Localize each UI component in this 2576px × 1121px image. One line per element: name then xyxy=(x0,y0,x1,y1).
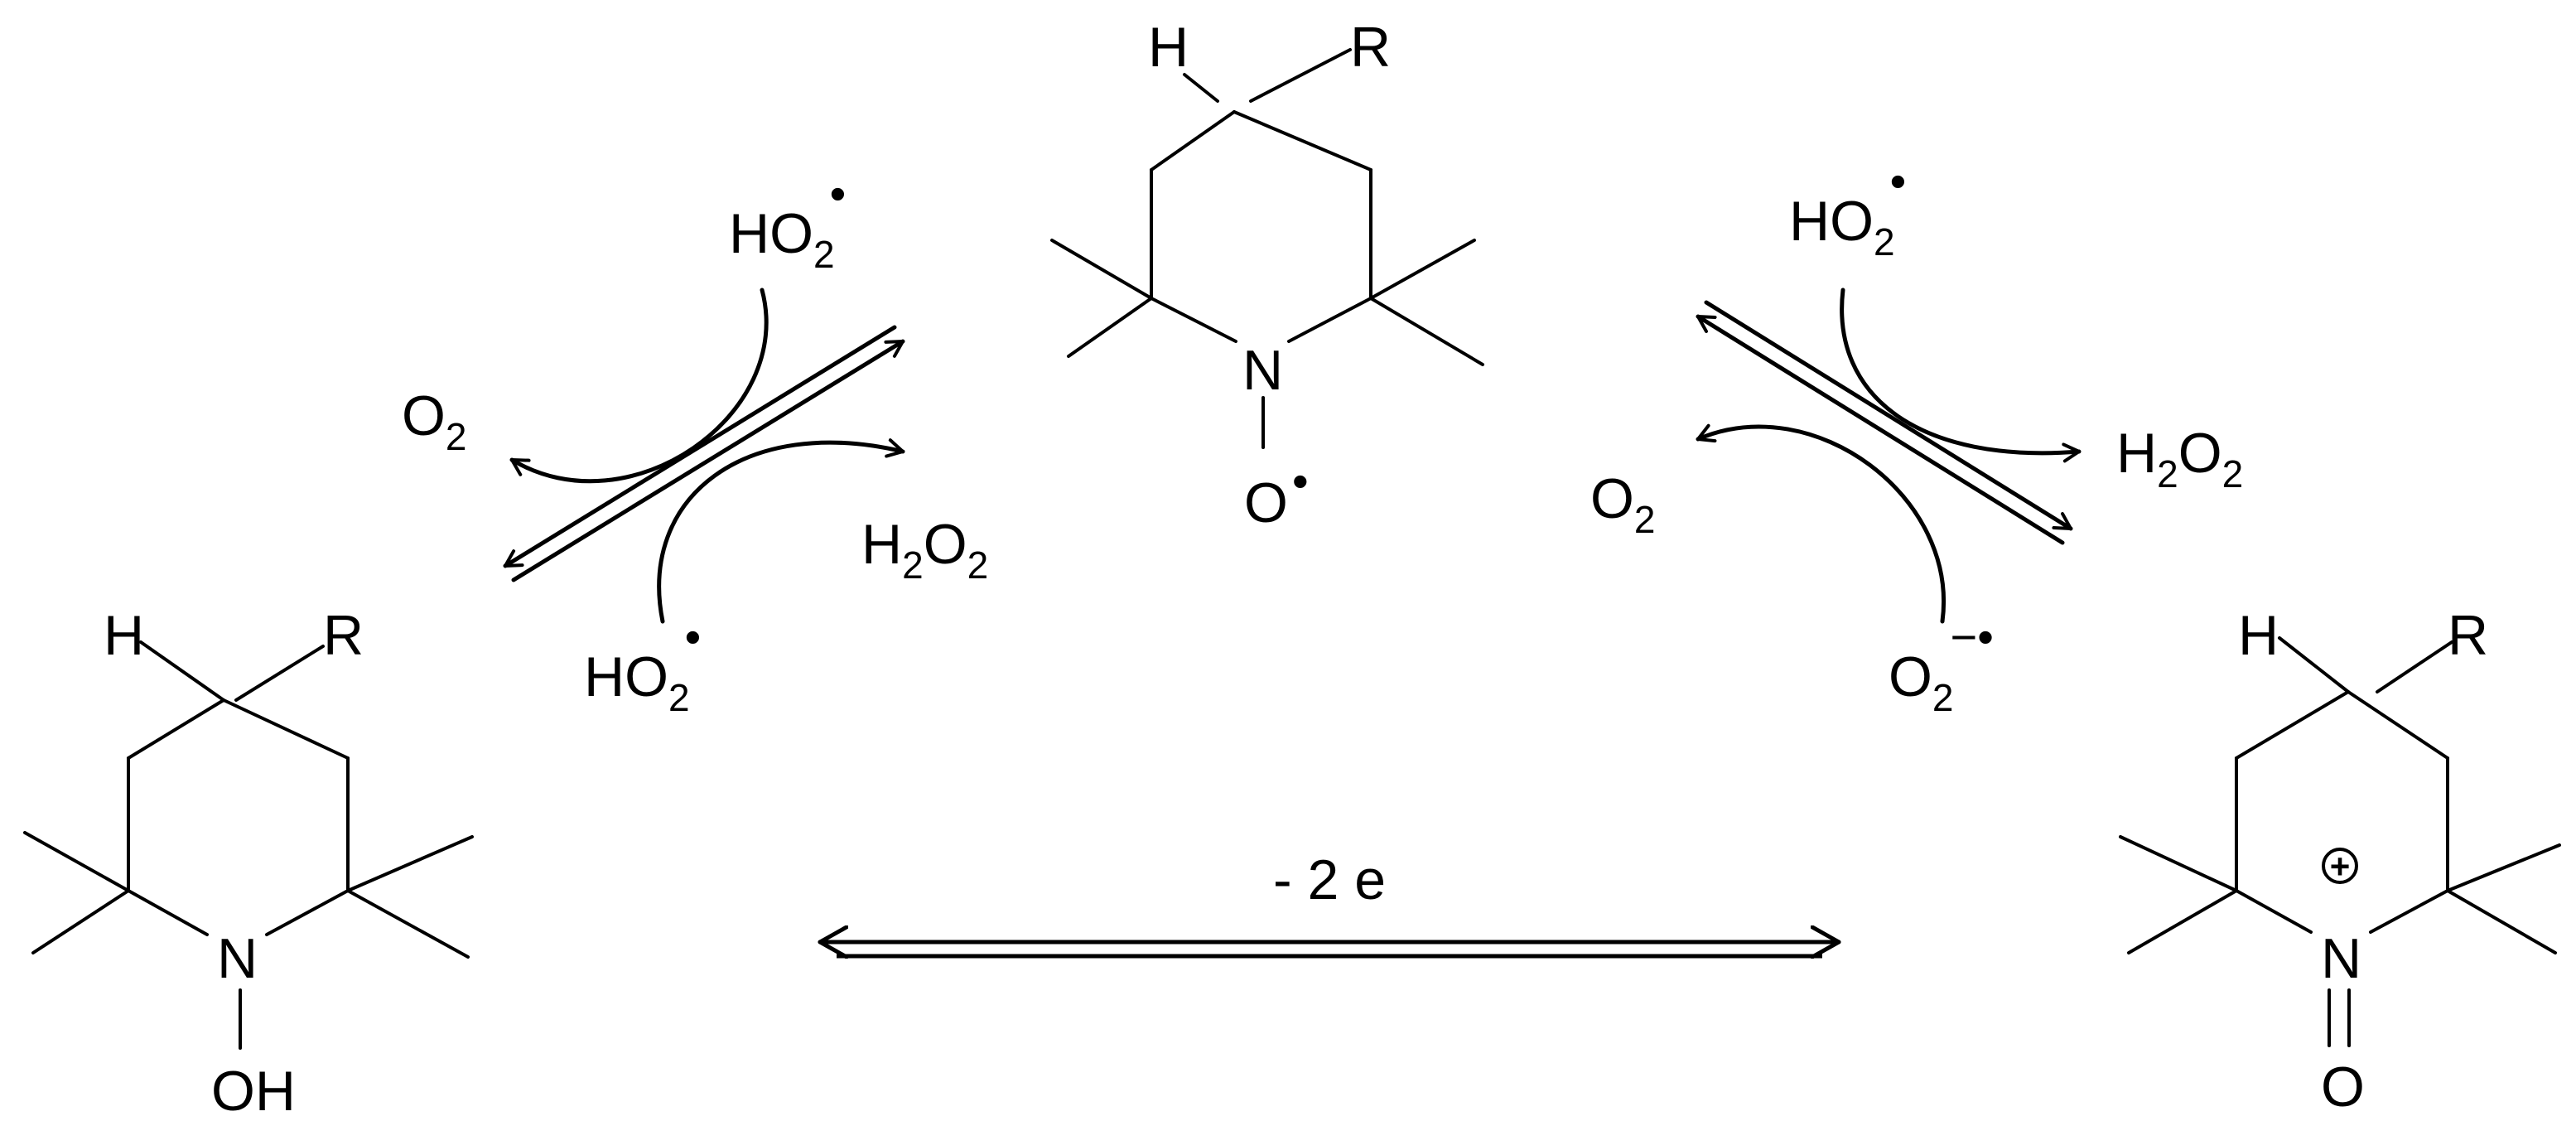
hydroxylamine-h-label: H xyxy=(104,604,144,667)
left-o2-product: O2 xyxy=(402,384,467,458)
hydroxylamine-molecule: H R N OH xyxy=(23,604,474,1121)
oxoammonium-molecule: H R N O + xyxy=(2119,604,2561,1119)
nitroxide-n-label: N xyxy=(1242,339,1283,402)
nitroxide-molecule: H R N O • xyxy=(1050,16,1484,534)
oxoammonium-n-label: N xyxy=(2321,927,2361,990)
oxoammonium-r-label: R xyxy=(2448,604,2488,667)
nitroxide-bonds xyxy=(1050,48,1484,449)
oxoammonium-bonds xyxy=(2119,636,2561,1047)
nitroxide-h-label: H xyxy=(1148,16,1189,79)
hydroxylamine-oh-label: OH xyxy=(211,1060,296,1121)
right-o2-product: O2 xyxy=(1590,467,1656,541)
nitroxide-o-label: O xyxy=(1244,471,1288,534)
hydroxylamine-n-label: N xyxy=(217,927,258,990)
right-ho2-radical-top: HO2• xyxy=(1789,155,1906,263)
positive-charge-sign: + xyxy=(2330,847,2351,886)
right-superoxide-reactant: O2−• xyxy=(1889,611,1994,719)
hydroxylamine-r-label: R xyxy=(323,604,364,667)
left-h2o2-product: H2O2 xyxy=(861,513,988,587)
left-ho2-radical-top: HO2• xyxy=(729,167,846,276)
oxoammonium-h-label: H xyxy=(2238,604,2279,667)
left-equilibrium-arrows xyxy=(503,287,905,624)
right-h2o2-product: H2O2 xyxy=(2116,422,2243,495)
left-ho2-radical-bottom: HO2• xyxy=(584,611,701,719)
two-electron-label: - 2 e xyxy=(1273,848,1386,911)
two-electron-double-arrow xyxy=(818,942,1841,956)
nitroxide-radical-dot: • xyxy=(1292,455,1309,507)
hydroxylamine-bonds xyxy=(23,640,474,1050)
nitroxide-r-label: R xyxy=(1350,16,1391,79)
oxoammonium-o-label: O xyxy=(2321,1056,2365,1119)
positive-charge-icon: + xyxy=(2322,847,2358,886)
right-equilibrium-arrows xyxy=(1696,287,2082,624)
